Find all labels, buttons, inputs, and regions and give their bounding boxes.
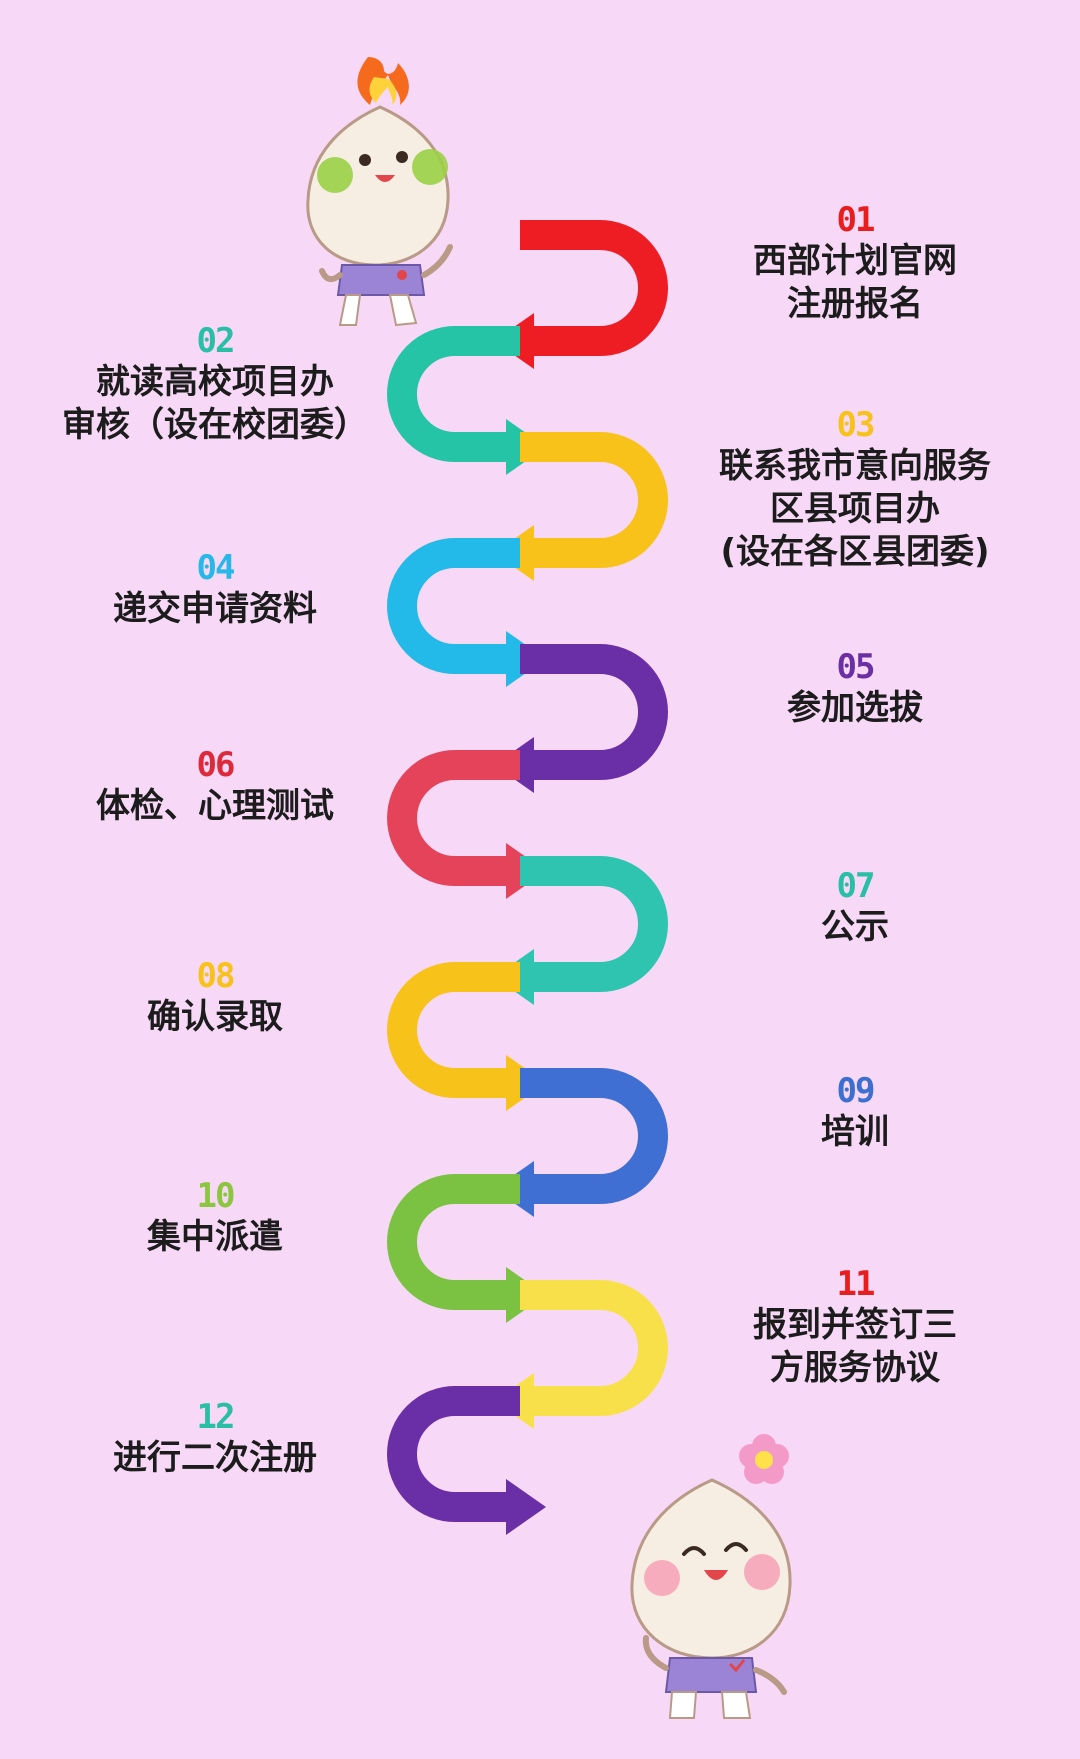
ribbon-segment: [387, 962, 520, 1098]
step-05: 05 参加选拔: [665, 647, 1045, 730]
step-number: 03: [836, 405, 876, 445]
ribbon-segment: [387, 1386, 520, 1522]
ribbon-segment: [387, 750, 520, 886]
step-label: 培训: [821, 1112, 889, 1152]
step-label: 公示: [821, 907, 889, 947]
step-label: 递交申请资料: [113, 589, 317, 629]
step-number: 05: [836, 647, 876, 687]
step-03: 03 联系我市意向服务 区县项目办 (设在各区县团委): [665, 405, 1045, 574]
step-number: 01: [836, 200, 876, 240]
ribbon-arrowhead: [506, 1479, 546, 1535]
step-number: 08: [196, 956, 236, 996]
step-label: 集中派遣: [147, 1217, 283, 1257]
step-11: 11 报到并签订三 方服务协议: [665, 1264, 1045, 1390]
step-09: 09 培训: [665, 1071, 1045, 1154]
step-number: 07: [836, 866, 876, 906]
step-number: 12: [196, 1397, 236, 1437]
step-label: 确认录取: [147, 997, 283, 1037]
ribbon-segment: [387, 326, 520, 462]
step-label: 西部计划官网 注册报名: [753, 241, 957, 324]
step-label: 就读高校项目办 审核（设在校团委）: [62, 362, 368, 445]
ribbon-segment: [520, 1068, 668, 1204]
ribbon-segment: [520, 1280, 668, 1416]
step-number: 06: [196, 745, 236, 785]
ribbon-segment: [520, 856, 668, 992]
ribbon-segment: [387, 538, 520, 674]
step-number: 10: [196, 1176, 236, 1216]
step-label: 报到并签订三 方服务协议: [753, 1305, 957, 1388]
step-number: 02: [196, 321, 236, 361]
step-06: 06 体检、心理测试: [25, 745, 405, 828]
step-02: 02 就读高校项目办 审核（设在校团委）: [25, 321, 405, 447]
step-label: 进行二次注册: [113, 1438, 317, 1478]
step-number: 11: [836, 1264, 876, 1304]
step-08: 08 确认录取: [25, 956, 405, 1039]
step-01: 01 西部计划官网 注册报名: [665, 200, 1045, 326]
step-number: 04: [196, 548, 236, 588]
step-07: 07 公示: [665, 866, 1045, 949]
ribbon-segment: [520, 432, 668, 568]
step-04: 04 递交申请资料: [25, 548, 405, 631]
step-number: 09: [836, 1071, 876, 1111]
step-label: 参加选拔: [787, 688, 923, 728]
step-10: 10 集中派遣: [25, 1176, 405, 1259]
ribbon-segment: [387, 1174, 520, 1310]
ribbon-segment: [520, 220, 668, 356]
step-label: 联系我市意向服务 区县项目办 (设在各区县团委): [719, 446, 991, 572]
step-label: 体检、心理测试: [96, 786, 334, 826]
step-12: 12 进行二次注册: [25, 1397, 405, 1480]
ribbon-segment: [520, 644, 668, 780]
